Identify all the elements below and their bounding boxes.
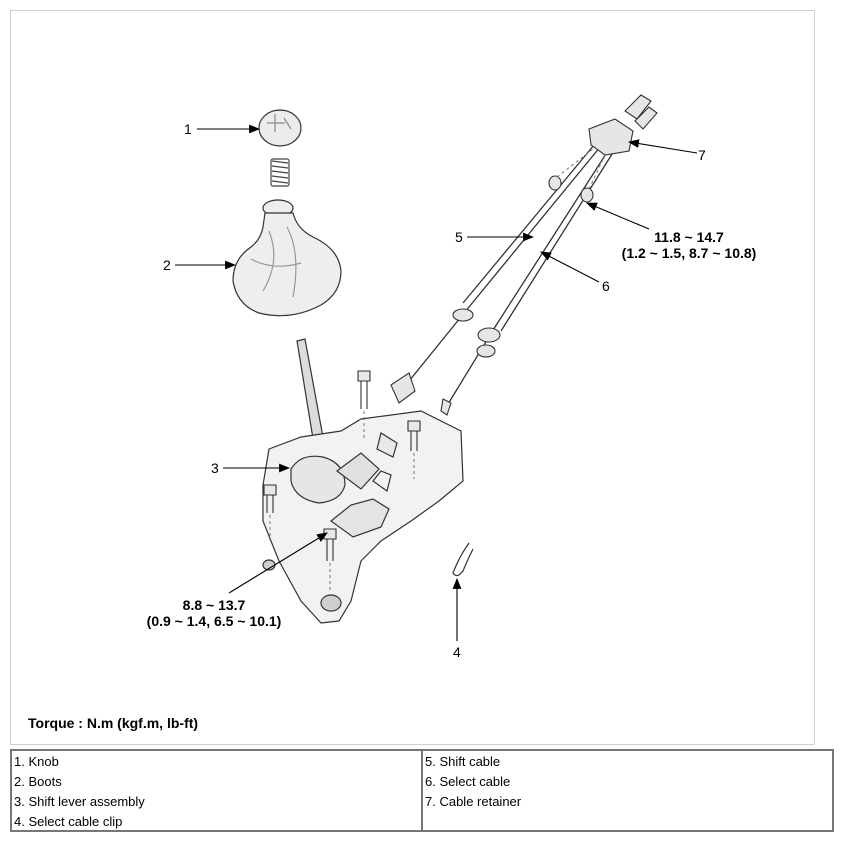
- torque-cable-value: 11.8 ~ 14.7: [654, 229, 724, 245]
- legend-item-select-cable-clip: 4. Select cable clip: [14, 814, 123, 829]
- legend-column-right: 5. Shift cable 6. Select cable 7. Cable …: [421, 751, 832, 830]
- shift-and-select-cables: [400, 138, 620, 410]
- callout-3: 3: [211, 460, 219, 476]
- callout-2: 2: [163, 257, 171, 273]
- knob-spring: [270, 158, 290, 187]
- leader-lines: [175, 124, 698, 641]
- legend-item-cable-retainer: 7. Cable retainer: [425, 794, 522, 809]
- legend-item-shift-lever-assembly: 3. Shift lever assembly: [14, 794, 145, 809]
- callout-1: 1: [184, 121, 192, 137]
- callout-6: 6: [602, 278, 610, 294]
- mounting-bolts: [263, 370, 421, 561]
- select-cable-clip: [452, 542, 474, 577]
- callout-7: 7: [698, 147, 706, 163]
- parts-legend-table: 1. Knob 2. Boots 3. Shift lever assembly…: [10, 749, 834, 832]
- shift-boot-part: [232, 199, 342, 317]
- callout-4: 4: [453, 644, 461, 660]
- legend-column-left: 1. Knob 2. Boots 3. Shift lever assembly…: [12, 751, 421, 830]
- torque-lever-alt: (0.9 ~ 1.4, 6.5 ~ 10.1): [146, 613, 282, 629]
- callout-5: 5: [455, 229, 463, 245]
- torque-lever-value: 8.8 ~ 13.7: [182, 597, 246, 613]
- cable-retainer: [548, 94, 658, 203]
- torque-unit-note: Torque : N.m (kgf.m, lb-ft): [28, 715, 199, 731]
- diagram-drawing: [175, 94, 698, 641]
- legend-item-select-cable: 6. Select cable: [425, 774, 511, 789]
- legend-item-boots: 2. Boots: [14, 774, 62, 789]
- legend-item-knob: 1. Knob: [14, 754, 59, 769]
- cable-ends: [390, 308, 501, 416]
- legend-item-shift-cable: 5. Shift cable: [425, 754, 501, 769]
- torque-cable-alt: (1.2 ~ 1.5, 8.7 ~ 10.8): [621, 245, 757, 261]
- torque-spec-lever: 8.8 ~ 13.7 (0.9 ~ 1.4, 6.5 ~ 10.1): [119, 597, 309, 629]
- torque-spec-cable: 11.8 ~ 14.7 (1.2 ~ 1.5, 8.7 ~ 10.8): [609, 229, 769, 261]
- shift-lever-assembly: [262, 338, 464, 624]
- knob-part: [258, 109, 302, 147]
- exploded-diagram: 1 2 3 4 5 6 7 8.8 ~ 13.7 (0.9 ~ 1.4, 6.5…: [10, 10, 815, 745]
